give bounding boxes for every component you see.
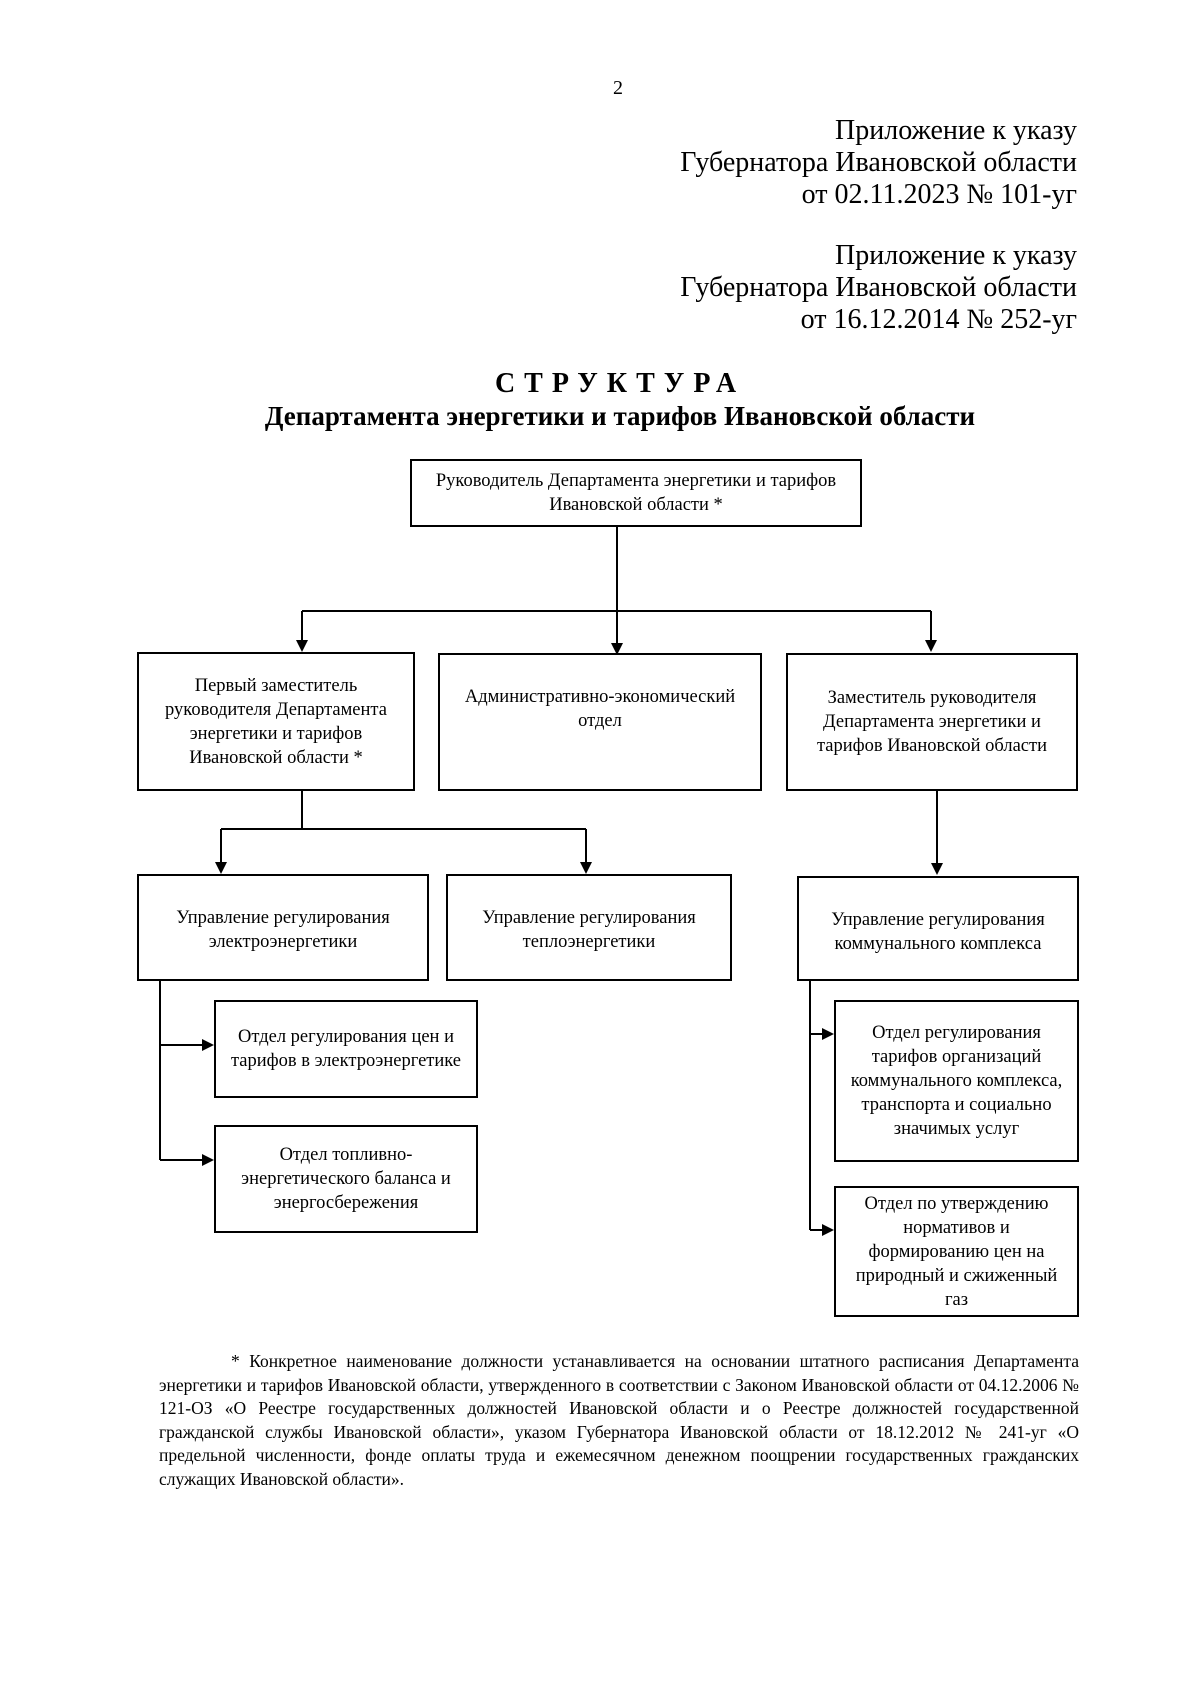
arrow-to-communal [931, 863, 943, 875]
approval-line-appendix: Приложение к указу [835, 115, 1077, 146]
arrow-to-first-deputy [296, 640, 308, 652]
arrow-to-electric [215, 862, 227, 874]
approval-line-appendix: Приложение к указу [835, 240, 1077, 271]
org-box-first-deputy-label: Первый заместитель руководителя Департам… [165, 675, 387, 768]
arrow-to-communal-tariffs [822, 1028, 834, 1040]
org-box-electric-directorate-label: Управление регулирования электроэнергети… [176, 908, 390, 952]
org-box-deputy: Заместитель руководителя Департамента эн… [786, 653, 1078, 791]
org-box-communal-directorate: Управление регулирования коммунального к… [797, 876, 1079, 981]
org-box-fuel-balance-department-label: Отдел топливно-энергетического баланса и… [241, 1145, 451, 1213]
approval-line-governor: Губернатора Ивановской области [680, 147, 1077, 178]
approval-line-date: от 02.11.2023 № 101-уг [801, 179, 1077, 210]
approval-line-date: от 16.12.2014 № 252-уг [800, 304, 1077, 335]
org-box-gas-norms-department: Отдел по утверждению нормативов и формир… [834, 1186, 1079, 1317]
org-box-first-deputy: Первый заместитель руководителя Департам… [137, 652, 415, 791]
arrow-to-electric-prices [202, 1039, 214, 1051]
org-box-head: Руководитель Департамента энергетики и т… [410, 459, 862, 527]
document-subtitle: Департамента энергетики и тарифов Иванов… [264, 401, 976, 431]
footnote: * Конкретное наименование должности уста… [159, 1351, 1079, 1489]
page-number: 2 [613, 77, 623, 99]
document-title: СТРУКТУРА [494, 368, 746, 399]
org-box-admin-department: Административно-экономический отдел [438, 653, 762, 791]
org-box-deputy-label: Заместитель руководителя Департамента эн… [817, 688, 1047, 756]
org-box-admin-department-label: Административно-экономический отдел [464, 687, 736, 731]
org-box-head-label: Руководитель Департамента энергетики и т… [435, 471, 837, 515]
approval-block-original: Приложение к указу Губернатора Ивановско… [477, 240, 1077, 336]
arrow-to-gas-norms [822, 1224, 834, 1236]
org-box-communal-tariffs-department-label: Отдел регулирования тарифов организаций … [850, 1023, 1063, 1139]
arrow-to-fuel-balance [202, 1154, 214, 1166]
org-box-communal-tariffs-department: Отдел регулирования тарифов организаций … [834, 1000, 1079, 1162]
arrow-to-deputy [925, 640, 937, 652]
org-box-electric-directorate: Управление регулирования электроэнергети… [137, 874, 429, 981]
org-box-fuel-balance-department: Отдел топливно-энергетического баланса и… [214, 1125, 478, 1233]
org-box-electric-prices-department: Отдел регулирования цен и тарифов в элек… [214, 1000, 478, 1098]
approval-block-current: Приложение к указу Губернатора Ивановско… [477, 115, 1077, 211]
org-box-electric-prices-department-label: Отдел регулирования цен и тарифов в элек… [230, 1027, 462, 1071]
org-box-heat-directorate: Управление регулирования теплоэнергетики [446, 874, 732, 981]
approval-line-governor: Губернатора Ивановской области [680, 272, 1077, 303]
arrow-to-heat [580, 862, 592, 874]
org-box-gas-norms-department-label: Отдел по утверждению нормативов и формир… [855, 1193, 1058, 1310]
org-box-communal-directorate-label: Управление регулирования коммунального к… [831, 910, 1045, 954]
org-box-heat-directorate-label: Управление регулирования теплоэнергетики [482, 908, 696, 952]
